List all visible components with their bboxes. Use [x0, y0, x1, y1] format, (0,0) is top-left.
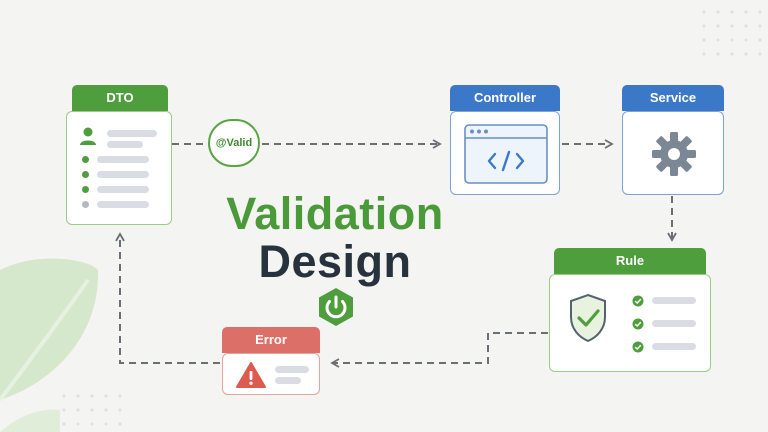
check-icon: [632, 318, 644, 330]
error-header: Error: [222, 327, 320, 353]
dto-field-line: [107, 130, 157, 137]
warning-icon: [236, 362, 266, 388]
power-icon: [319, 288, 353, 326]
check-icon: [632, 295, 644, 307]
service-header: Service: [622, 85, 724, 111]
gear-icon: [652, 132, 696, 176]
title-line-1: Validation: [226, 188, 444, 239]
dto-header: DTO: [72, 85, 168, 111]
dto-field-line: [97, 186, 149, 193]
rule-line: [652, 343, 696, 350]
controller-header: Controller: [450, 85, 560, 111]
shield-check-icon: [570, 293, 606, 343]
rule-card[interactable]: [549, 274, 711, 372]
arrow-error-to-dto: [115, 232, 220, 364]
rule-header: Rule: [554, 248, 706, 274]
dto-field-line: [97, 156, 149, 163]
arrow-rule-to-error: [330, 332, 548, 368]
rule-line: [652, 320, 696, 327]
code-window-icon: [464, 124, 548, 184]
dto-field-line: [97, 171, 149, 178]
dto-field-line: [107, 141, 143, 148]
dto-field-dot: [82, 171, 89, 178]
controller-card[interactable]: [450, 111, 560, 195]
leaf-icon: [0, 258, 99, 432]
dot-grid-top-right: [702, 10, 762, 56]
dto-card[interactable]: [66, 111, 172, 225]
dto-field-dot: [82, 201, 89, 208]
dto-field-dot: [82, 156, 89, 163]
user-icon: [80, 127, 96, 145]
dot-grid-bottom-left: [62, 394, 122, 426]
error-line: [275, 366, 309, 373]
service-card[interactable]: [622, 111, 724, 195]
error-line: [275, 377, 301, 384]
error-card[interactable]: [222, 353, 320, 395]
check-icon: [632, 341, 644, 353]
dto-field-dot: [82, 186, 89, 193]
rule-line: [652, 297, 696, 304]
dto-field-line: [97, 201, 149, 208]
title-line-2: Design: [258, 236, 412, 287]
valid-annotation[interactable]: @Valid: [208, 119, 260, 167]
